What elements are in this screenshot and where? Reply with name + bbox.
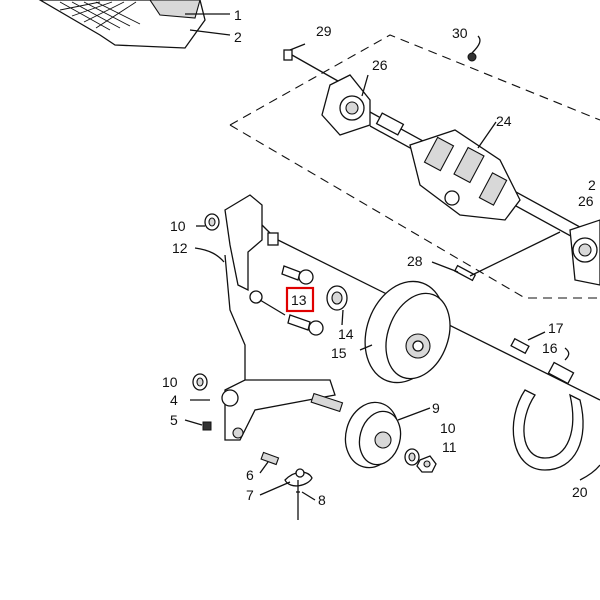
spring-6 xyxy=(259,451,280,474)
highlight-box xyxy=(285,286,315,313)
label-10-left: 10 xyxy=(162,374,178,390)
label-5: 5 xyxy=(170,412,178,428)
bearing-26-right xyxy=(569,219,600,286)
idler-pulley-9 xyxy=(344,401,431,469)
label-29: 29 xyxy=(316,23,332,39)
washer-10-upper xyxy=(196,213,220,231)
threaded-stud xyxy=(310,392,344,413)
label-2-right: 2 xyxy=(588,177,596,193)
mesh-guard xyxy=(38,0,231,49)
assembly-group-outline xyxy=(229,34,600,299)
bolt-30 xyxy=(467,35,481,62)
rotor-assembly-24 xyxy=(369,111,600,253)
label-6: 6 xyxy=(246,467,254,483)
label-10-lower: 10 xyxy=(440,420,456,436)
brake-band-20 xyxy=(512,389,600,481)
pin-17 xyxy=(510,331,546,355)
key-28 xyxy=(431,231,561,282)
part-labels: 1 2 29 30 26 24 2 26 10 12 28 13 14 15 1… xyxy=(162,7,596,508)
spacer-16 xyxy=(547,347,575,385)
washer-14 xyxy=(326,285,348,326)
label-1: 1 xyxy=(234,7,242,23)
label-28: 28 xyxy=(407,253,423,269)
screw-29 xyxy=(283,43,346,86)
pin-8 xyxy=(296,480,316,520)
label-10-upper: 10 xyxy=(170,218,186,234)
label-11: 11 xyxy=(442,439,457,455)
link-7 xyxy=(259,468,313,496)
tension-arm xyxy=(190,373,336,441)
label-24: 24 xyxy=(496,113,512,129)
label-14: 14 xyxy=(338,326,354,342)
screw-5 xyxy=(184,419,212,431)
label-20: 20 xyxy=(572,484,588,500)
label-12: 12 xyxy=(172,240,188,256)
label-9: 9 xyxy=(432,400,440,416)
label-16: 16 xyxy=(542,340,558,356)
label-26: 26 xyxy=(372,57,388,73)
label-2: 2 xyxy=(234,29,242,45)
drive-pulley-15 xyxy=(359,280,451,384)
nut-11 xyxy=(416,455,437,473)
label-17: 17 xyxy=(548,320,564,336)
washer-10-lower xyxy=(404,448,420,466)
bolts-13 xyxy=(259,265,324,336)
label-26-right: 26 xyxy=(578,193,594,209)
label-7: 7 xyxy=(246,487,254,503)
bearing-flange-26 xyxy=(321,74,371,136)
label-13: 13 xyxy=(291,292,307,308)
label-8: 8 xyxy=(318,492,326,508)
label-30: 30 xyxy=(452,25,468,41)
label-4: 4 xyxy=(170,392,178,408)
label-15: 15 xyxy=(331,345,347,361)
